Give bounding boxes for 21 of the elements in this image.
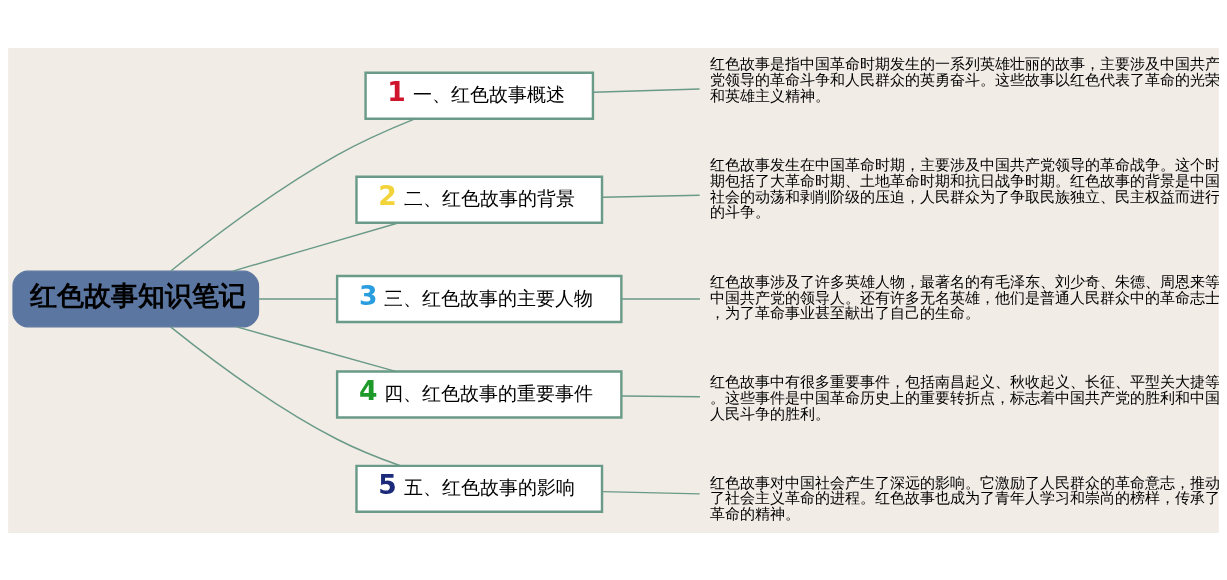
node-text: 红色故事中有很多重要事件，包括南昌起义、秋收起义、长征、平型关大捷等。这些事件是中国革命历史上的重要转折点，标志着中国共产党的胜利和中国人民斗争的胜利。 [709,373,1220,422]
node-box: 4 四、红色故事的重要事件 [335,369,623,419]
node-box: 3 三、红色故事的主要人物 [335,274,623,323]
connector [235,325,397,372]
node-box: 红色故事知识笔记 [12,270,260,327]
connector [620,394,701,397]
node-text: 红色故事对中国社会产生了深远的影响。它激励了人民群众的革命意志，推动了社会主义革命的进程。红色故事也成为了青年人学习和崇尚的榜样，传承了革命的精神。 [709,474,1220,522]
connector [592,87,701,93]
connector [620,297,701,300]
connector [169,325,402,466]
node-text: 红色故事是指中国革命时期发生的一系列英雄壮丽的故事，主要涉及中国共产党领导的革命斗争和人民群众的英勇奋斗。这些故事以红色代表了革命的光荣和英雄主义精神。 [709,55,1220,104]
connector [232,221,400,272]
node-box: 2 二、红色故事的背景 [355,175,604,224]
connector [170,117,416,272]
connector [601,194,701,198]
node-box: 5 五、红色故事的影响 [355,464,604,513]
connector [257,297,338,300]
connector [601,490,701,495]
node-box: 1 一、红色故事概述 [364,71,595,120]
node-text: 红色故事发生在中国革命时期，主要涉及中国共产党领导的革命战争。这个时期包括了大革命时期、土地革命时期和抗日战争时期。红色故事的背景是中国社会的动荡和剥削阶级的压迫，人民群众为了争取民族独立、民主权益而进行的斗争。 [709,156,1220,220]
node-text: 红色故事涉及了许多英雄人物，最著名的有毛泽东、刘少奇、朱德、周恩来等中国共产党的领导人。还有许多无名英雄，他们是普通人民群众中的革命志士，为了革命事业甚至献出了自己的生命。 [709,273,1220,321]
